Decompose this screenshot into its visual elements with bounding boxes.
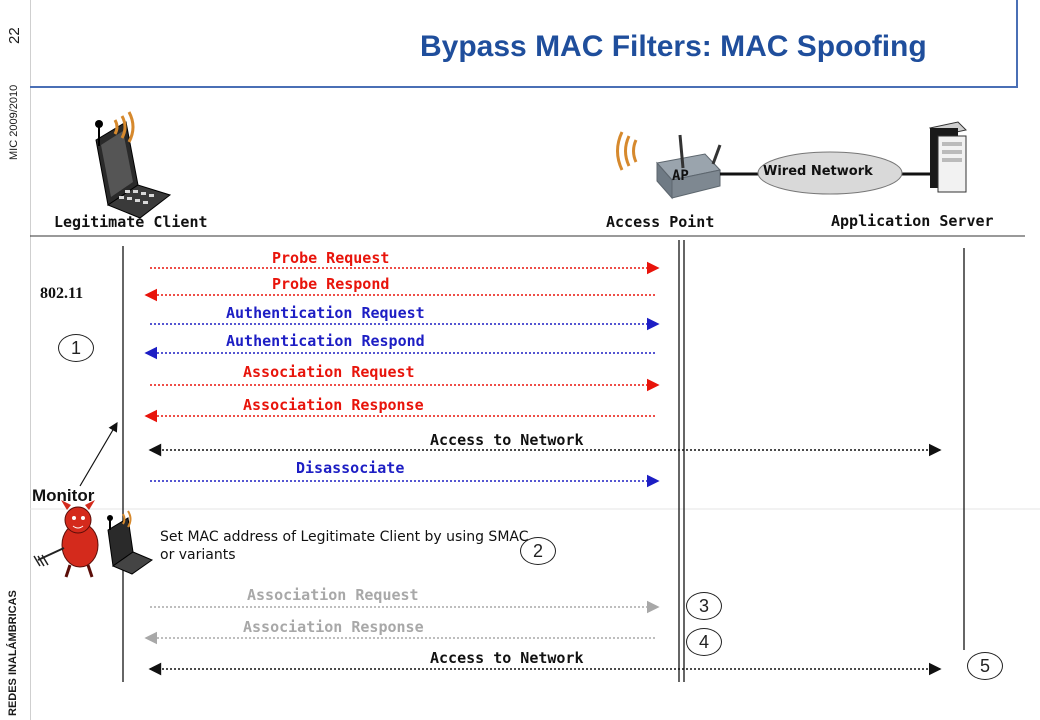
ap-label: Access Point [606, 213, 715, 231]
step-5-badge: 5 [967, 652, 1003, 680]
ap-badge: AP [672, 168, 689, 184]
access-point-icon [656, 134, 722, 200]
msg-disassociate: Disassociate [296, 459, 405, 477]
message-arrows [144, 261, 942, 676]
step-2-badge: 2 [520, 537, 556, 565]
server-icon [928, 121, 968, 193]
msg-assoc-request: Association Request [243, 363, 415, 381]
msg-probe-respond: Probe Respond [272, 275, 390, 293]
msg-access-network-1: Access to Network [430, 431, 584, 449]
msg-access-network-2: Access to Network [430, 649, 584, 667]
devil-icon [33, 500, 99, 578]
msg-auth-request: Authentication Request [226, 304, 425, 322]
attacker-laptop-icon [107, 515, 154, 575]
client-label: Legitimate Client [54, 213, 208, 231]
server-label: Application Server [831, 212, 994, 230]
msg-probe-request: Probe Request [272, 249, 390, 267]
slide-title: Bypass MAC Filters: MAC Spoofing [420, 30, 927, 63]
msg-auth-respond: Authentication Respond [226, 332, 425, 350]
step-1-badge: 1 [58, 334, 94, 362]
step-4-badge: 4 [686, 628, 722, 656]
sidebar: 22 MIC 2009/2010 REDES INALÁMBRICAS [0, 0, 31, 720]
wired-network-cloud [757, 151, 903, 195]
msg-assoc-response-2: Association Response [243, 618, 424, 636]
protocol-label: 802.11 [40, 285, 84, 302]
ap-signal-icon [616, 131, 638, 171]
wired-network-label: Wired Network [763, 164, 873, 179]
monitor-pointer [79, 421, 118, 487]
spoof-note: Set MAC address of Legitimate Client by … [160, 529, 529, 563]
step-3-badge: 3 [686, 592, 722, 620]
laptop-icon [95, 120, 172, 219]
client-signal-icon [113, 111, 135, 143]
monitor-label: Monitor [32, 486, 95, 505]
attacker-signal-icon [122, 510, 132, 528]
msg-assoc-response: Association Response [243, 396, 424, 414]
msg-assoc-request-2: Association Request [247, 586, 419, 604]
title-frame [30, 0, 1018, 88]
